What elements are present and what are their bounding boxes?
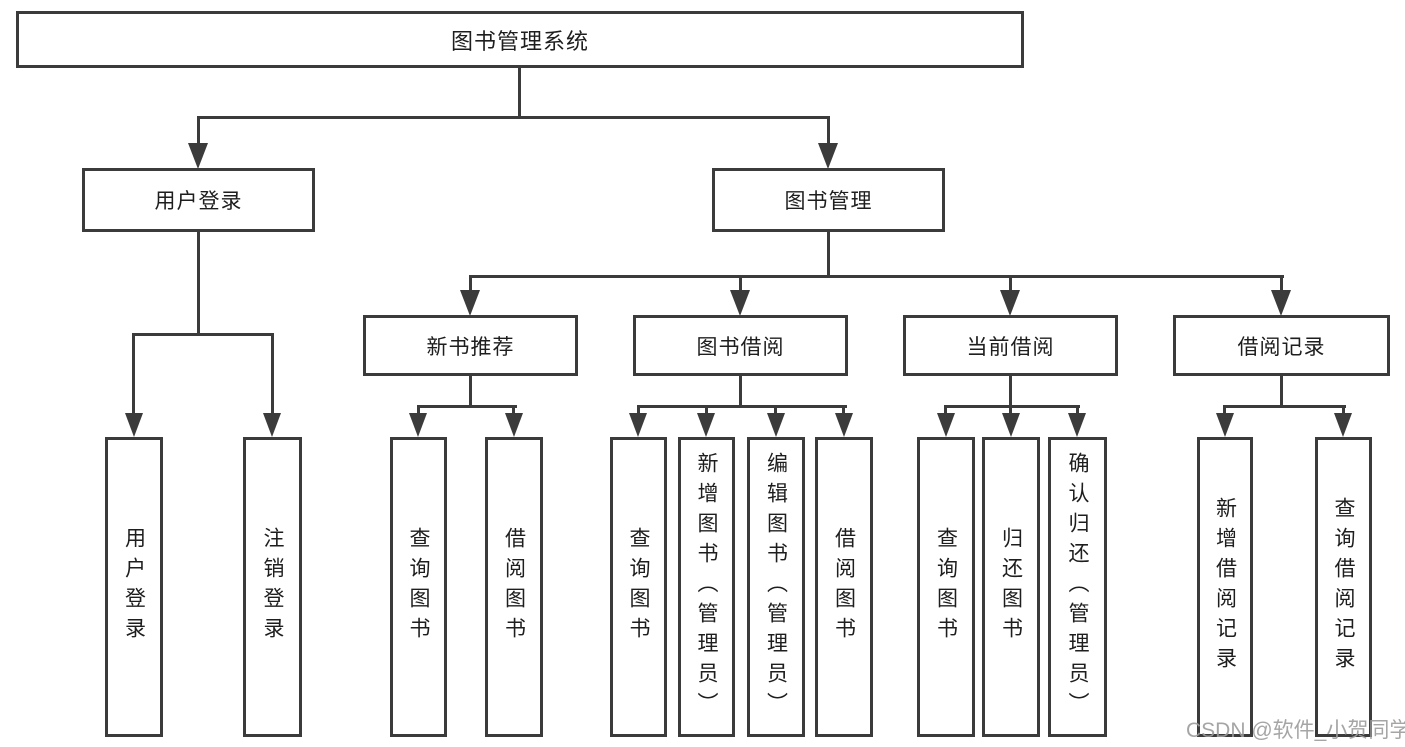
connector-line [1280,277,1283,290]
connector-line [739,374,742,407]
connector-line [739,277,742,290]
node-label: 图书管理 [784,190,873,213]
connector-line [132,335,135,413]
connector-line [944,405,1080,408]
node-label: 确认归还（管理员） [1066,452,1089,722]
node-label: 注销登录 [261,527,284,647]
connector-line [417,405,517,408]
node-label: 新书推荐 [426,335,515,359]
arrow-down-icon [1068,413,1086,437]
connector-line [842,405,845,415]
connector-line [197,116,830,119]
connector-line [827,118,830,143]
node-label: 借阅图书 [502,527,526,647]
node-label: 借阅图书 [832,527,856,647]
node-label: 图书管理系统 [450,28,589,54]
node-leaf-add-borrow-record: 新增借阅记录 [1197,437,1253,737]
node-leaf-return-books: 归还图书 [982,437,1040,737]
connector-line [637,405,640,415]
node-label: 借阅记录 [1237,335,1326,359]
node-label: 用户登录 [154,190,243,213]
arrow-down-icon [188,143,208,169]
arrow-down-icon [1002,413,1020,437]
arrow-down-icon [460,290,480,316]
node-label: 新增图书（管理员） [695,452,718,722]
connector-line [1009,405,1012,415]
connector-line [637,405,847,408]
arrow-down-icon [409,413,427,437]
node-leaf-borrow-books: 借阅图书 [815,437,873,737]
connector-line [197,230,200,335]
node-leaf-query-books-recommend: 查询图书 [390,437,447,737]
node-library-management-system: 图书管理系统 [16,11,1024,68]
arrow-down-icon [767,413,785,437]
connector-line [1342,405,1345,415]
arrow-down-icon [1000,290,1020,316]
arrow-down-icon [629,413,647,437]
connector-line [512,405,515,415]
connector-line [469,275,1284,278]
node-label: 用户登录 [122,527,146,647]
node-leaf-borrow-books-recommend: 借阅图书 [485,437,543,737]
connector-line [1009,374,1012,407]
node-leaf-query-books-borrowing: 查询图书 [610,437,667,737]
arrow-down-icon [937,413,955,437]
node-current-borrowing: 当前借阅 [903,315,1118,376]
connector-line [944,405,947,415]
node-label: 新增借阅记录 [1213,497,1237,677]
arrow-down-icon [505,413,523,437]
node-book-borrowing: 图书借阅 [633,315,848,376]
node-label: 查询借阅记录 [1332,497,1355,677]
node-leaf-add-books-admin: 新增图书（管理员） [678,437,735,737]
connector-line [1223,405,1346,408]
node-label: 图书借阅 [696,335,785,359]
node-book-management: 图书管理 [712,168,945,232]
arrow-down-icon [1271,290,1291,316]
connector-line [1076,405,1079,415]
node-label: 查询图书 [934,527,958,647]
node-leaf-user-login: 用户登录 [105,437,163,737]
connector-line [518,65,521,118]
node-leaf-query-borrow-record: 查询借阅记录 [1315,437,1372,737]
connector-line [469,374,472,407]
connector-line [1009,277,1012,290]
connector-line [132,333,274,336]
node-label: 归还图书 [999,527,1023,647]
node-label: 查询图书 [627,527,650,647]
connector-line [1280,374,1283,407]
connector-line [469,277,472,290]
arrow-down-icon [125,413,143,437]
arrow-down-icon [263,413,281,437]
node-new-book-recommendation: 新书推荐 [363,315,578,376]
arrow-down-icon [1334,413,1352,437]
connector-line [417,405,420,415]
connector-line [271,335,274,413]
csdn-watermark: CSDN @软件_小贺同学 [1186,719,1405,742]
connector-line [827,230,830,277]
node-leaf-edit-books-admin: 编辑图书（管理员） [747,437,805,737]
arrow-down-icon [835,413,853,437]
arrow-down-icon [697,413,715,437]
connector-line [197,118,200,143]
node-leaf-confirm-return-admin: 确认归还（管理员） [1048,437,1107,737]
node-label: 查询图书 [407,527,430,647]
connector-line [774,405,777,415]
arrow-down-icon [730,290,750,316]
arrow-down-icon [818,143,838,169]
connector-line [1223,405,1226,415]
arrow-down-icon [1216,413,1234,437]
node-user-login: 用户登录 [82,168,315,232]
node-leaf-logout: 注销登录 [243,437,302,737]
node-borrowing-records: 借阅记录 [1173,315,1390,376]
node-label: 当前借阅 [966,335,1055,359]
connector-line [705,405,708,415]
node-leaf-query-books-current: 查询图书 [917,437,975,737]
node-label: 编辑图书（管理员） [764,452,788,722]
